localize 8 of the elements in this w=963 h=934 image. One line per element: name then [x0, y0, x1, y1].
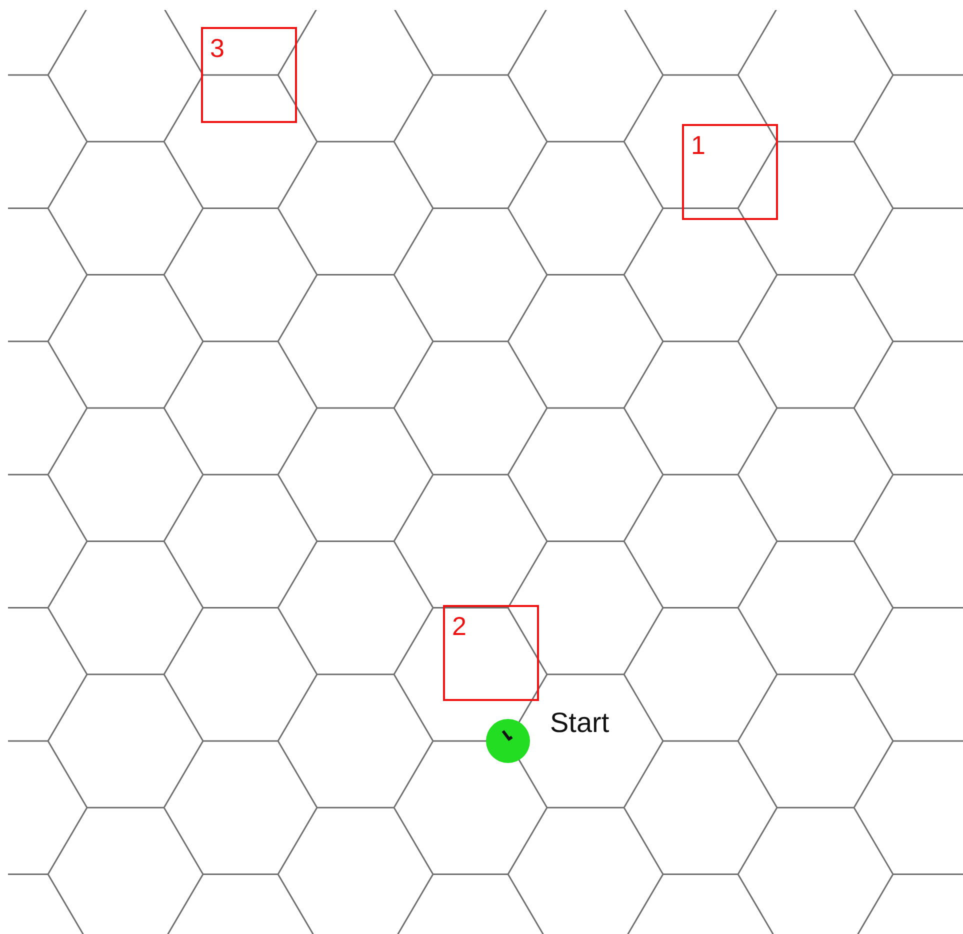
start-circle — [485, 718, 531, 764]
start-label: Start — [550, 708, 610, 738]
marker-number: 1 — [691, 132, 706, 158]
marker-square — [201, 27, 297, 123]
marker-number: 2 — [452, 613, 466, 639]
marker-square — [443, 605, 539, 701]
marker-number: 3 — [210, 35, 224, 61]
marker-square — [682, 124, 778, 220]
